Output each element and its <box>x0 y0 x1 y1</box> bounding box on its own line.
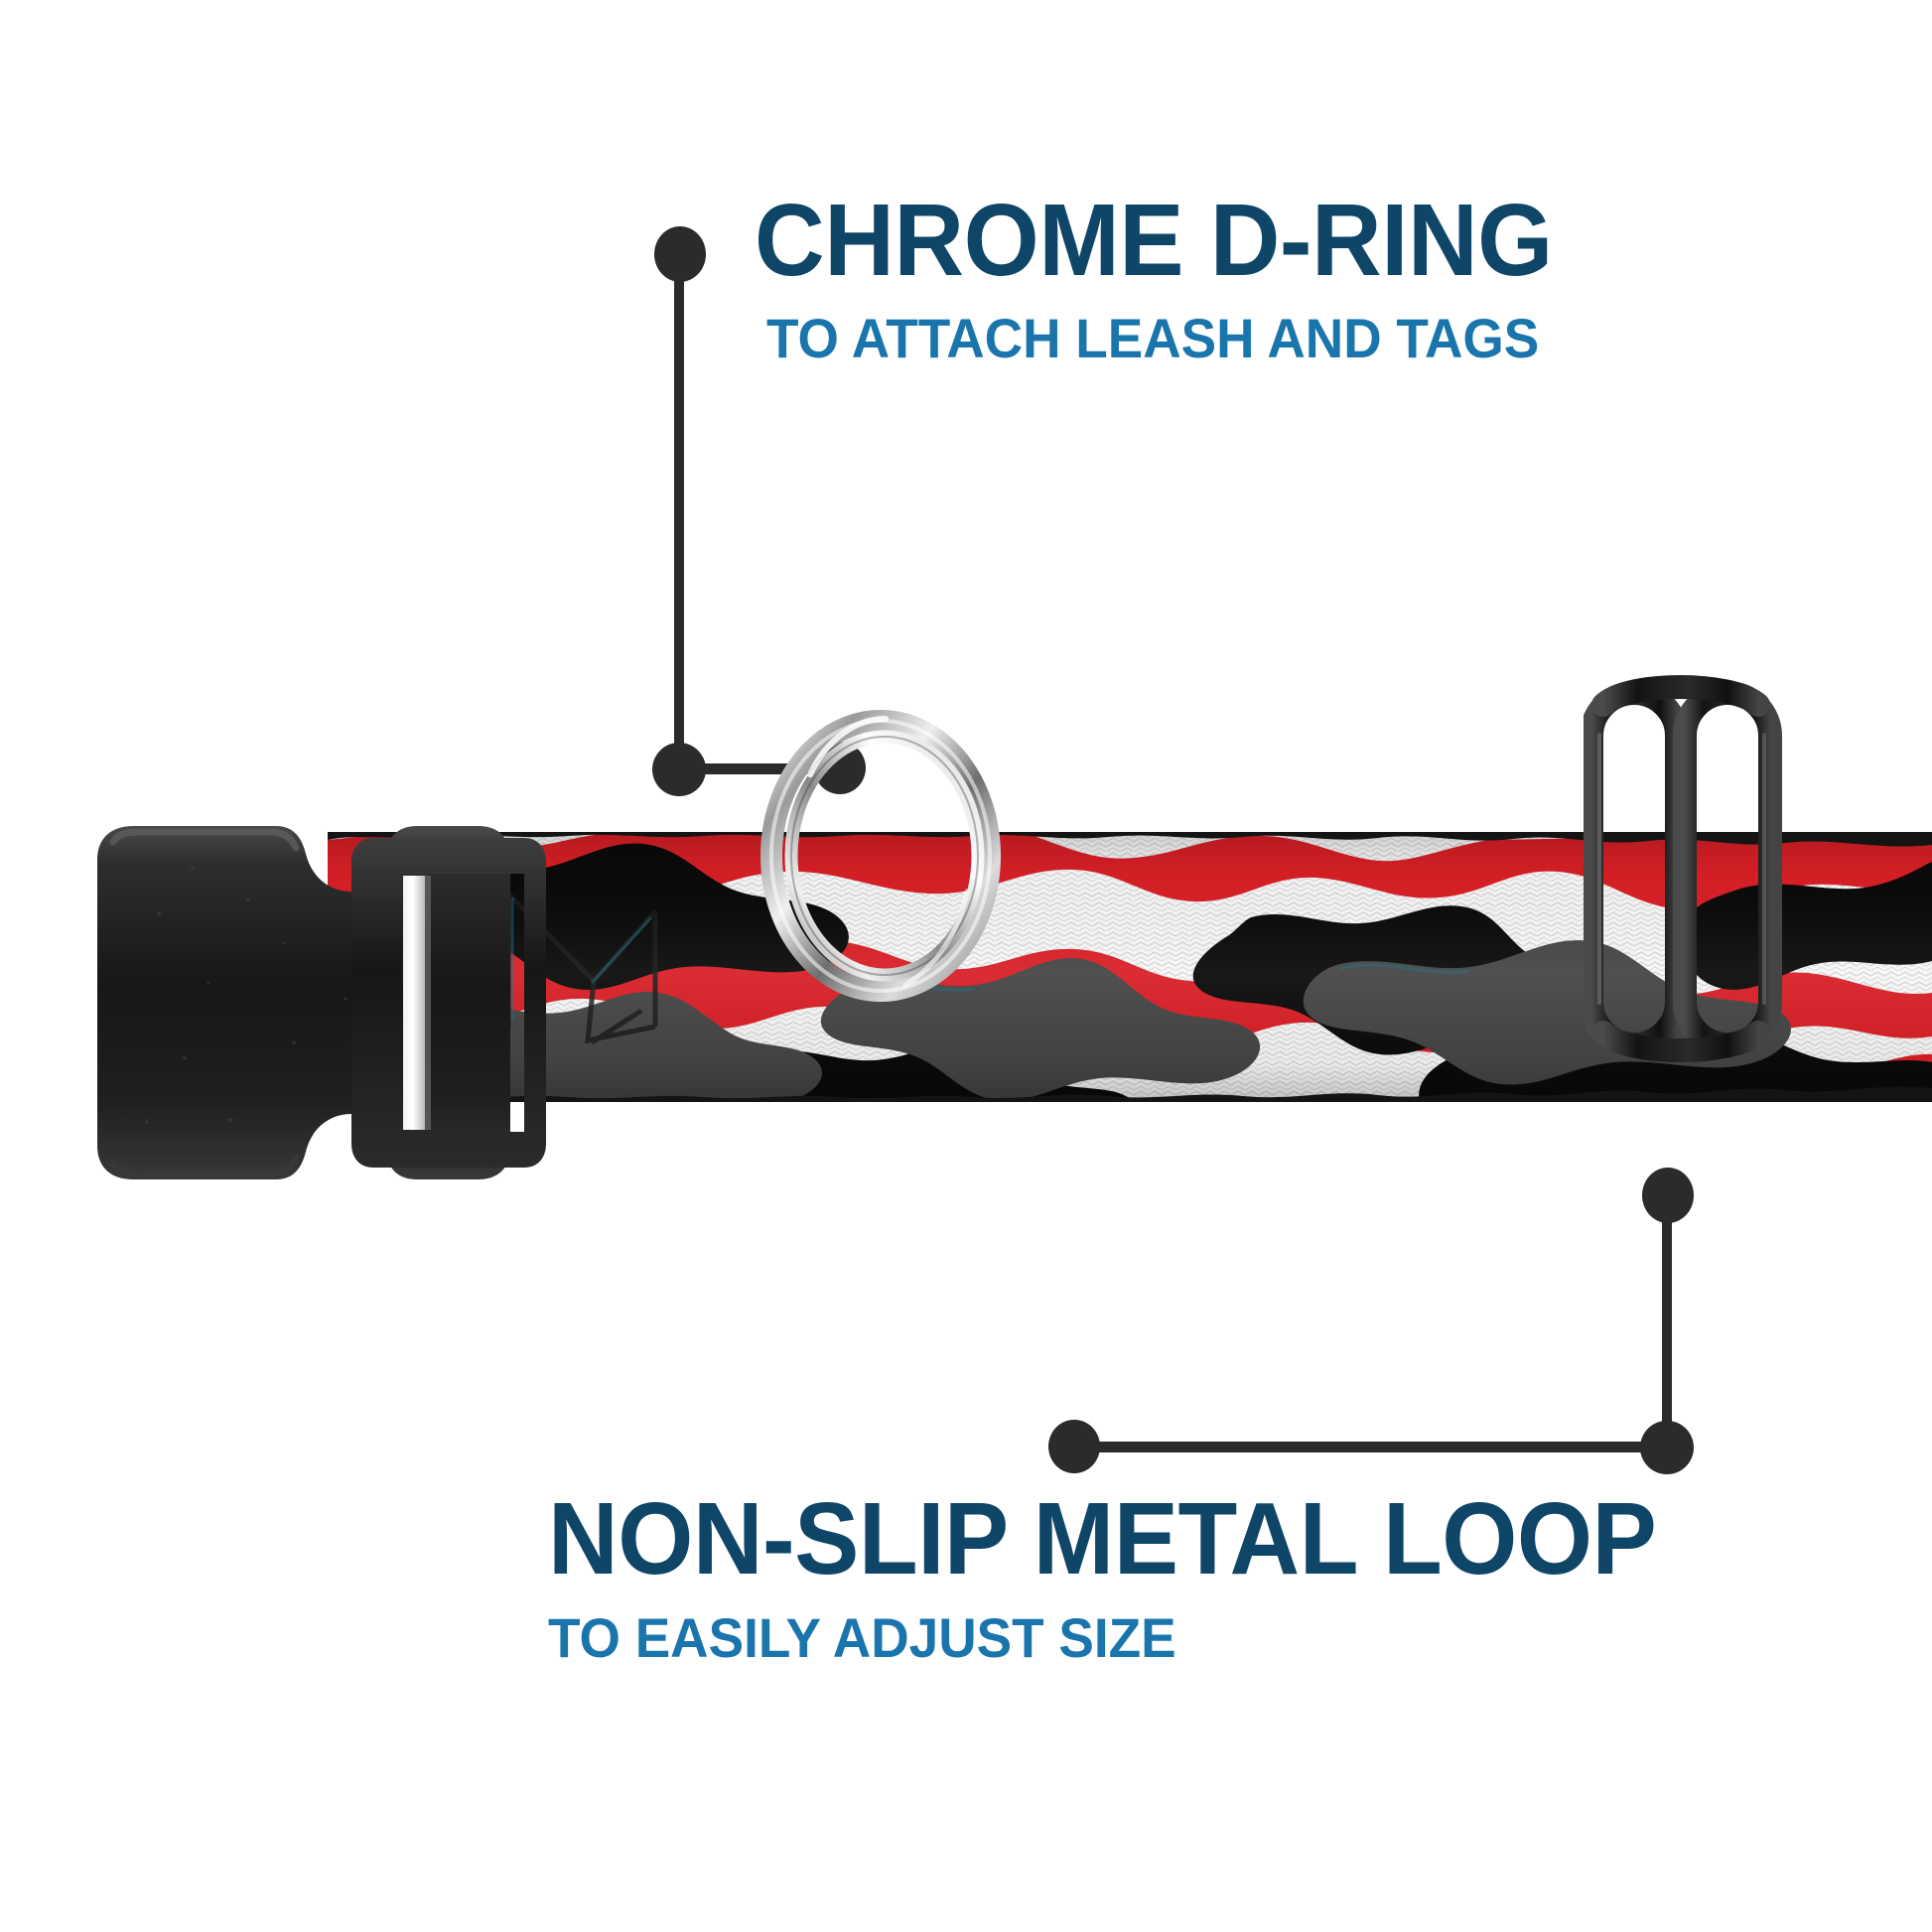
callout-title-non-slip-metal-loop: NON-SLIP METAL LOOP <box>548 1481 1657 1595</box>
callout-subtitle-chrome-d-ring: TO ATTACH LEASH AND TAGS <box>766 307 1540 369</box>
leader-dot-bottom-end <box>1048 1420 1100 1473</box>
side-release-buckle <box>89 804 546 1201</box>
leader-line-top-horizontal <box>674 763 849 774</box>
leader-dot-top-elbow <box>652 743 706 796</box>
buckle-inner-bar <box>403 876 425 1130</box>
chrome-d-ring <box>755 657 1003 1054</box>
non-slip-metal-loop <box>1580 675 1871 1062</box>
leader-line-bottom-horizontal <box>1074 1442 1670 1452</box>
leader-line-top-vertical <box>674 248 684 772</box>
d-ring-inner <box>784 730 985 982</box>
buckle-frame <box>351 838 546 1168</box>
callout-subtitle-non-slip-metal-loop: TO EASILY ADJUST SIZE <box>548 1606 1176 1669</box>
metal-loop-right-bar <box>1673 681 1782 1056</box>
buckle-body <box>97 826 510 1179</box>
leader-dot-bottom-elbow <box>1640 1421 1694 1474</box>
callout-title-chrome-d-ring: CHROME D-RING <box>755 183 1553 297</box>
metal-loop-left-bar <box>1580 681 1689 1056</box>
dog-collar-product-photo <box>0 675 1932 1191</box>
leader-line-bottom-vertical <box>1662 1191 1672 1451</box>
